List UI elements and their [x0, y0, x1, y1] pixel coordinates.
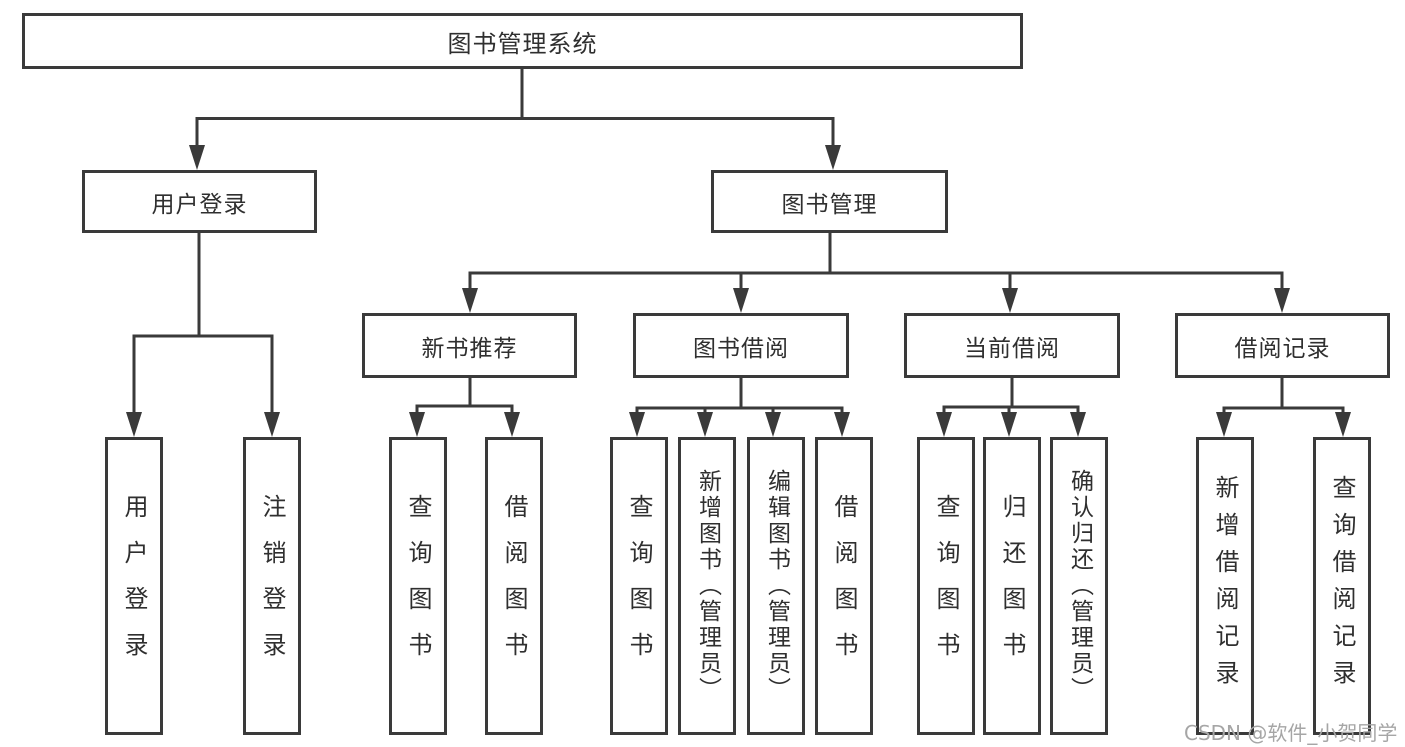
node-borrowing-records: 借阅记录: [1175, 313, 1390, 378]
leaf-query-books: 查询图书: [917, 437, 975, 735]
node-label: 图书管理系统: [447, 29, 598, 58]
leaf-confirm-return-admin: 确认归还（管理员）: [1050, 437, 1108, 735]
leaf-edit-books-admin: 编辑图书（管理员）: [747, 437, 805, 735]
leaf-label: 确认归还（管理员）: [1066, 469, 1093, 703]
node-label: 借阅记录: [1234, 335, 1331, 362]
node-book-management: 图书管理: [711, 170, 948, 233]
node-user-login: 用户登录: [82, 170, 317, 233]
node-current-borrowing: 当前借阅: [904, 313, 1120, 378]
leaf-query-books: 查询图书: [610, 437, 668, 735]
leaf-label: 新增图书（管理员）: [694, 469, 721, 703]
leaf-label: 编辑图书（管理员）: [763, 469, 790, 703]
leaf-user-login: 用户登录: [105, 437, 163, 735]
leaf-label: 注销登录: [258, 494, 286, 678]
leaf-label: 用户登录: [120, 494, 148, 678]
node-label: 图书借阅: [693, 335, 789, 362]
leaf-label: 查询图书: [404, 494, 432, 678]
leaf-return-books: 归还图书: [983, 437, 1041, 735]
node-library-management-system: 图书管理系统: [22, 13, 1023, 69]
leaf-label: 新增借阅记录: [1211, 475, 1239, 697]
node-new-book-recommendation: 新书推荐: [362, 313, 577, 378]
node-label: 图书管理: [781, 191, 878, 218]
leaf-borrow-books: 借阅图书: [485, 437, 543, 735]
leaf-label: 查询图书: [932, 494, 960, 678]
leaf-label: 查询借阅记录: [1328, 475, 1356, 697]
node-label: 新书推荐: [421, 335, 518, 362]
csdn-watermark: CSDN @软件_小贺同学: [1184, 721, 1398, 745]
leaf-query-borrow-record: 查询借阅记录: [1313, 437, 1371, 735]
leaf-label: 借阅图书: [830, 494, 858, 678]
leaf-add-books-admin: 新增图书（管理员）: [678, 437, 736, 735]
leaf-label: 归还图书: [998, 494, 1026, 678]
node-label: 当前借阅: [964, 335, 1060, 362]
node-book-borrowing: 图书借阅: [633, 313, 849, 378]
leaf-logout: 注销登录: [243, 437, 301, 735]
leaf-borrow-books: 借阅图书: [815, 437, 873, 735]
leaf-label: 借阅图书: [500, 494, 528, 678]
arrowhead-icons: [126, 145, 1351, 437]
leaf-add-borrow-record: 新增借阅记录: [1196, 437, 1254, 735]
leaf-query-books: 查询图书: [389, 437, 447, 735]
leaf-label: 查询图书: [625, 494, 653, 678]
node-label: 用户登录: [151, 191, 248, 218]
